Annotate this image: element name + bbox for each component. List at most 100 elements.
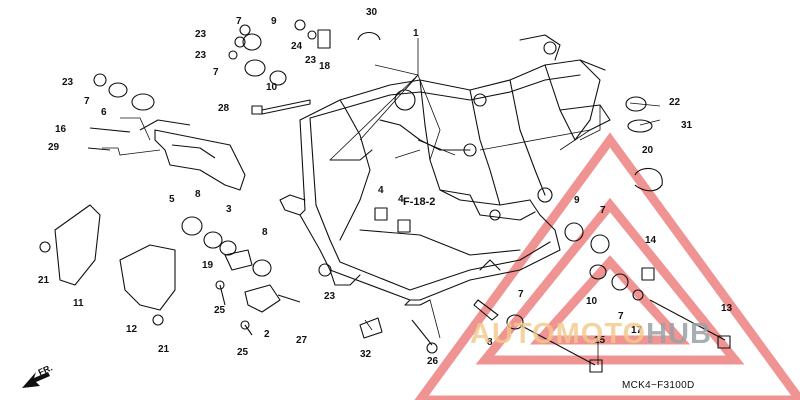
part-plate-32 [359, 317, 383, 339]
callout-4b: 4 [398, 194, 404, 205]
part-bolt-13 [649, 299, 726, 341]
front-arrow-icon [22, 372, 50, 388]
part-washer-17 [632, 289, 644, 301]
callout-29: 29 [48, 142, 60, 153]
part-plate-3 [224, 249, 253, 271]
callout-2: 2 [264, 329, 270, 340]
part-rubber-8a [181, 216, 203, 236]
part-washer-7e [611, 273, 629, 291]
part-nut-23c [93, 73, 107, 87]
callout-19: 19 [202, 260, 214, 271]
callout-1: 1 [413, 28, 419, 39]
callout-17: 17 [631, 325, 643, 336]
part-stay-28 [261, 99, 311, 115]
callout-27: 27 [296, 335, 308, 346]
callout-14: 14 [645, 235, 657, 246]
callout-12: 12 [126, 324, 138, 335]
section-reference: F-18-2 [403, 196, 436, 208]
callout-7b: 7 [84, 96, 90, 107]
part-bolt-27 [277, 294, 301, 303]
callout-15: 15 [594, 335, 606, 346]
callout-16: 16 [55, 124, 67, 135]
callout-21a: 21 [38, 275, 50, 286]
part-rubber-19 [203, 231, 223, 249]
callout-6: 6 [101, 107, 107, 118]
part-bolt-16 [89, 127, 131, 133]
part-bush-8c [473, 299, 499, 321]
diagram-code: MCK4−F3100D [622, 380, 695, 391]
part-bolt-29 [87, 147, 111, 151]
part-bush-7d [590, 234, 610, 254]
part-nut-7b [228, 50, 238, 60]
callout-10a: 10 [266, 82, 278, 93]
part-clamp-22 [625, 96, 647, 112]
callout-24: 24 [291, 41, 303, 52]
part-bolt-25a [219, 284, 226, 306]
callout-22: 22 [669, 97, 681, 108]
leader-lines [102, 38, 661, 365]
part-nut-14 [641, 267, 655, 281]
callout-11: 11 [73, 298, 84, 309]
callout-28: 28 [218, 103, 230, 114]
part-bush-9c [564, 222, 584, 242]
part-washer-3 [219, 240, 237, 256]
part-bush-6 [131, 93, 155, 111]
callout-8a: 8 [195, 189, 201, 200]
callout-4a: 4 [378, 185, 384, 196]
callout-32: 32 [360, 349, 372, 360]
callout-8c: 8 [487, 337, 493, 348]
callout-20: 20 [642, 145, 654, 156]
part-washer-7c [108, 82, 128, 98]
callout-23d: 23 [305, 55, 317, 66]
part-cover-11 [54, 204, 101, 286]
part-nut-7a [239, 24, 251, 36]
callout-3: 3 [226, 204, 232, 215]
callout-23a: 23 [195, 29, 207, 40]
part-bolt-26 [411, 319, 433, 346]
callout-13: 13 [721, 303, 733, 314]
part-spacer-4b [397, 219, 411, 233]
callout-23b: 23 [195, 50, 207, 61]
part-washer-23b [307, 30, 317, 40]
watermark-part1: AUTOMOTO [470, 318, 647, 350]
part-nut-23d [318, 263, 332, 277]
part-clamp-31 [627, 119, 653, 133]
callout-23e: 23 [324, 291, 336, 302]
watermark-text: AUTOMOTOHUB [470, 318, 712, 351]
part-clip-30 [357, 31, 381, 41]
part-bush-9b [244, 59, 266, 77]
parts [39, 19, 731, 373]
callout-26: 26 [427, 356, 439, 367]
callout-8b: 8 [262, 227, 268, 238]
part-guard-12 [119, 244, 176, 311]
part-nut-23a [234, 36, 246, 48]
callout-31: 31 [681, 120, 693, 131]
callout-30: 30 [366, 7, 378, 18]
callout-7d: 7 [600, 205, 606, 216]
part-bracket-2 [244, 284, 281, 313]
part-band-20 [634, 167, 663, 192]
part-spacer-4a [374, 207, 388, 221]
part-collar-18 [317, 29, 331, 49]
callout-18: 18 [319, 61, 331, 72]
part-bush-7f [506, 314, 524, 330]
frame-drawing [279, 34, 611, 306]
callout-7c: 7 [236, 16, 242, 27]
part-bolt-21a [39, 241, 51, 253]
callout-7f: 7 [618, 311, 624, 322]
callout-10b: 10 [586, 296, 598, 307]
part-bolt-25b [244, 324, 253, 336]
part-bolt-15 [519, 324, 596, 366]
part-bush-9a [242, 33, 262, 51]
callout-23c: 23 [62, 77, 74, 88]
callout-25b: 25 [237, 347, 249, 358]
callout-9b: 9 [574, 195, 580, 206]
callout-7a: 7 [213, 67, 219, 78]
callout-9a: 9 [271, 16, 277, 27]
callout-7e: 7 [518, 289, 524, 300]
part-bush-10a [269, 70, 287, 86]
part-bush-10b [589, 264, 607, 280]
watermark-logo [414, 132, 800, 400]
watermark-part2: HUB [646, 318, 712, 350]
